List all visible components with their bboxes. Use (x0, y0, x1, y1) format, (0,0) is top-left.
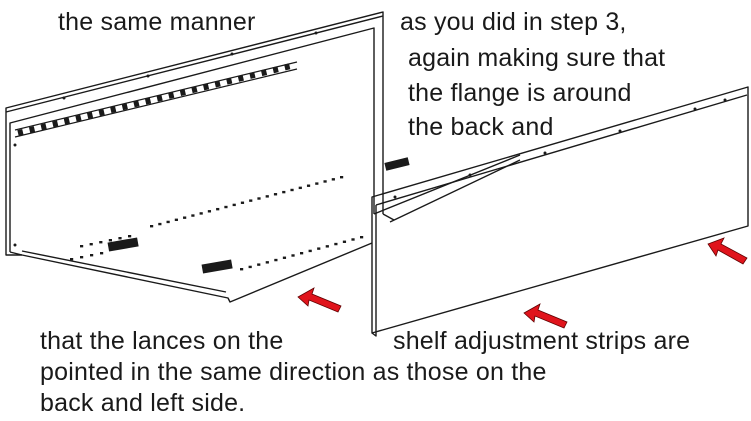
lance-mark (272, 66, 279, 74)
lance-mark (98, 109, 105, 116)
floor-slot (89, 243, 93, 246)
floor-slot (351, 238, 355, 241)
floor-slot (325, 245, 329, 248)
floor-slot (232, 203, 236, 207)
lance-mark (144, 97, 152, 105)
floor-slot (118, 237, 122, 240)
lance-mark (156, 94, 163, 102)
floor-slot (183, 216, 187, 219)
floor-slot (265, 195, 269, 198)
floor-slot (306, 184, 311, 187)
floor-slot (290, 188, 294, 192)
red-arrows (297, 237, 748, 329)
instruction-line-2: again making sure that (408, 44, 666, 72)
floor-slot (240, 201, 245, 204)
right-side-panel (371, 86, 749, 334)
lance-mark (52, 120, 59, 128)
lance-mark (260, 69, 268, 77)
floor-slot (199, 212, 203, 215)
floor-slot (308, 249, 312, 253)
lance-mark (202, 83, 210, 91)
floor-slot (282, 256, 287, 259)
floor-slot (340, 176, 344, 179)
floor-slot (99, 241, 103, 244)
arrow-middle (523, 303, 568, 329)
floor-slot (207, 210, 212, 213)
lance-mark (179, 89, 186, 97)
instruction-line-b2: pointed in the same direction as those o… (40, 358, 547, 386)
back-panel (5, 11, 384, 214)
floor-slot (257, 263, 261, 266)
floor-slot (248, 265, 252, 269)
instruction-line-1b: as you did in step 3, (400, 8, 627, 36)
lance-mark (284, 63, 291, 71)
instruction-line-b1a: that the lances on the (40, 327, 284, 355)
floor-slot (108, 239, 112, 242)
lance-mark (17, 128, 24, 136)
lance-mark (110, 106, 117, 114)
lance-mark (191, 86, 198, 94)
instruction-line-1a: the same manner (58, 8, 256, 36)
floor-slot (257, 197, 261, 200)
bottom-floor (21, 242, 373, 303)
floor-slot (342, 240, 347, 243)
floor-slot (80, 245, 84, 248)
lance-mark (63, 117, 70, 125)
lance-mark (40, 123, 47, 131)
instruction-line-3: the flange is around (408, 79, 632, 107)
floor-slot (315, 182, 319, 185)
lance-mark (249, 71, 256, 79)
floor-slot (100, 252, 104, 255)
floor-slot (323, 180, 327, 183)
lance-mark (121, 103, 128, 111)
vent-blocks (107, 157, 410, 274)
lance-mark (86, 111, 94, 119)
arrow-left (297, 287, 342, 313)
lance-mark (237, 74, 244, 82)
floor-slot (298, 186, 302, 190)
instruction-line-4: the back and (408, 113, 554, 141)
floor-slot (90, 254, 94, 257)
floor-slot (282, 190, 286, 194)
floor-slot (158, 222, 162, 226)
floor-slot (249, 199, 253, 202)
floor-slots (70, 176, 364, 271)
lance-mark (226, 77, 233, 85)
panel-holes (13, 31, 727, 247)
left-side-panel (5, 122, 22, 256)
instruction-line-b3: back and left side. (40, 389, 246, 417)
arrow-right (707, 237, 748, 265)
floor-slot (265, 261, 269, 264)
lance-mark (168, 91, 175, 99)
floor-slot (334, 242, 338, 246)
floor-slot (331, 178, 335, 181)
floor-slot (80, 256, 84, 259)
floor-slot (191, 214, 195, 217)
floor-slot (273, 193, 278, 196)
floor-slot (291, 254, 295, 257)
floor-slot (166, 220, 170, 224)
lance-mark (133, 100, 140, 108)
lance-mark (28, 126, 36, 134)
lance-mark (214, 80, 221, 88)
floor-slot (128, 235, 132, 238)
floor-slot (300, 252, 304, 255)
lance-mark (75, 114, 82, 122)
floor-slot (274, 258, 278, 262)
floor-slot (70, 258, 74, 261)
floor-slot (174, 218, 178, 222)
floor-slot (240, 268, 244, 271)
floor-slot (150, 225, 154, 228)
floor-slot (360, 236, 364, 239)
back-lances (17, 63, 291, 136)
floor-slot (224, 205, 228, 209)
floor-slot (317, 247, 321, 250)
floor-slot (216, 207, 220, 211)
instruction-line-b1b: shelf adjustment strips are (393, 327, 691, 355)
